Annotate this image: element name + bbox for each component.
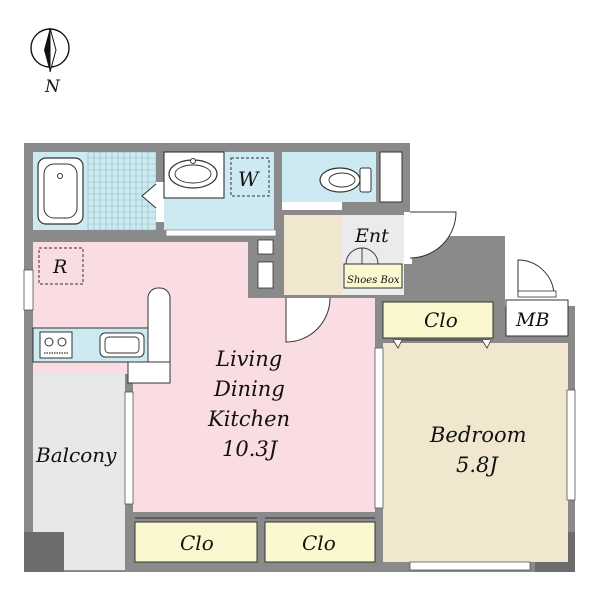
- washbasin-inner: [174, 164, 212, 184]
- ldk-label-line2: Dining: [213, 377, 285, 401]
- ldk-area: 10.3J: [222, 437, 279, 461]
- closet-top: [382, 301, 494, 339]
- fridge-space: [38, 247, 84, 285]
- entry-hall-floor: [284, 215, 342, 295]
- washer-space: [230, 157, 270, 197]
- wash-door-opening: [165, 229, 277, 237]
- balcony: Balcony: [33, 374, 134, 570]
- shower-tile-area: [87, 151, 157, 231]
- toilet-room: [282, 151, 403, 210]
- kitchen-partition-base: [127, 361, 171, 384]
- sink-icon: [99, 332, 145, 358]
- faucet-icon: [190, 158, 196, 164]
- balcony-corner-left: [24, 532, 64, 572]
- bathtub: [37, 157, 84, 225]
- balcony-floor: [33, 374, 125, 532]
- toilet-bowl-inner: [328, 172, 356, 188]
- stove-icon: [39, 331, 73, 359]
- bedroom-right-window: [566, 389, 576, 501]
- entrance-label: Ent: [354, 225, 389, 247]
- washer-label: W: [238, 167, 260, 191]
- toilet-tank: [359, 167, 372, 193]
- living-dining-kitchen: R Living Dining Kitchen 10.3J: [32, 239, 375, 512]
- wall-pillar-bottom: [257, 261, 274, 289]
- compass-needle-light: [49, 27, 57, 73]
- sink-inner: [104, 336, 140, 354]
- washbasin-icon: [168, 159, 218, 189]
- bedroom-door-opening: [374, 347, 384, 509]
- meter-box: MB: [505, 259, 569, 337]
- toilet-side-shelf: [379, 151, 403, 203]
- toilet-door-gap: [282, 202, 342, 210]
- entrance-area: Ent Shoes Box: [284, 211, 457, 295]
- compass: N: [30, 27, 70, 97]
- closet-mid: [264, 521, 376, 563]
- bathtub-inner: [43, 163, 78, 219]
- front-door-swing: [409, 211, 457, 259]
- closet-left-label: Clo: [180, 531, 214, 555]
- meter-box-label: MB: [515, 309, 549, 331]
- ldk-side-window: [23, 269, 34, 311]
- ldk-label-line3: Kitchen: [207, 407, 290, 431]
- meter-box-floor: [505, 299, 569, 337]
- closet-left: [134, 521, 258, 563]
- balcony-label: Balcony: [35, 443, 117, 467]
- ldk-door-swing: [285, 297, 331, 343]
- shoes-box: [343, 263, 403, 289]
- bedroom-floor: [383, 343, 568, 562]
- bathroom: [33, 151, 157, 231]
- washroom: W: [163, 151, 277, 237]
- balcony-rail: [64, 532, 125, 570]
- closet-top-door-mark-right: [481, 339, 492, 349]
- bedroom-bottom-window: [409, 561, 531, 571]
- balcony-window: [124, 391, 134, 505]
- toilet-bowl-icon: [319, 167, 361, 193]
- closet-top-door-mark-left: [392, 339, 403, 349]
- fridge-label: R: [52, 256, 67, 278]
- top-closet: Clo: [382, 301, 494, 349]
- bedroom: Bedroom 5.8J: [374, 343, 576, 571]
- meter-box-door-swing: [517, 259, 555, 297]
- wall-pillar-top: [257, 239, 274, 255]
- stove-burner-2-icon: [57, 337, 67, 347]
- compass-needle-dark: [44, 28, 50, 72]
- bathtub-drain-icon: [57, 173, 63, 179]
- front-door-opening: [404, 212, 412, 264]
- closet-mid-label: Clo: [302, 531, 336, 555]
- compass-label: N: [44, 77, 61, 97]
- closet-top-label: Clo: [424, 308, 458, 332]
- stove-burner-1-icon: [44, 337, 54, 347]
- shoes-box-label: Shoes Box: [347, 275, 400, 286]
- bottom-closets: Clo Clo: [134, 517, 376, 563]
- bedroom-label: Bedroom: [429, 423, 527, 447]
- bedroom-area: 5.8J: [456, 453, 499, 477]
- bath-door-swing: [141, 183, 157, 209]
- shoes-box-door-swing-left: [345, 247, 363, 265]
- bath-door-gap: [156, 182, 164, 222]
- ldk-label-line1: Living: [215, 347, 282, 371]
- shoes-box-door-swing-right: [361, 247, 379, 265]
- meter-box-door-line: [517, 290, 557, 298]
